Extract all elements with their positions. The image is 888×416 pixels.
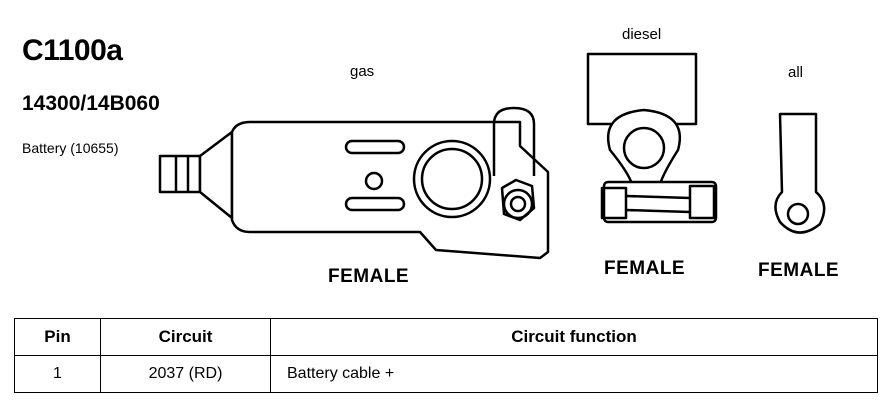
table-row: 1 2037 (RD) Battery cable + (14, 355, 878, 393)
gas-terminal-drawing (158, 106, 550, 260)
cell-function: Battery cable + (270, 355, 878, 393)
gender-label-gas: FEMALE (328, 266, 410, 287)
all-terminal-drawing (774, 112, 826, 234)
column-header-pin: Pin (14, 318, 101, 356)
variant-label-gas: gas (350, 63, 375, 80)
connector-id: C1100a (22, 34, 123, 67)
cell-circuit: 2037 (RD) (100, 355, 271, 393)
variant-label-diesel: diesel (622, 26, 662, 43)
component-name: Battery (10655) (22, 140, 119, 156)
part-number: 14300/14B060 (22, 92, 160, 115)
diesel-terminal-drawing (586, 52, 718, 224)
column-header-circuit: Circuit (100, 318, 271, 356)
variant-label-all: all (788, 64, 804, 81)
cell-pin: 1 (14, 355, 101, 393)
pin-table: Pin Circuit Circuit function 1 2037 (RD)… (14, 318, 878, 393)
connector-drawings (158, 52, 826, 260)
table-header-row: Pin Circuit Circuit function (14, 318, 878, 356)
gender-label-diesel: FEMALE (604, 258, 686, 279)
column-header-function: Circuit function (270, 318, 878, 356)
gender-label-all: FEMALE (758, 260, 840, 281)
